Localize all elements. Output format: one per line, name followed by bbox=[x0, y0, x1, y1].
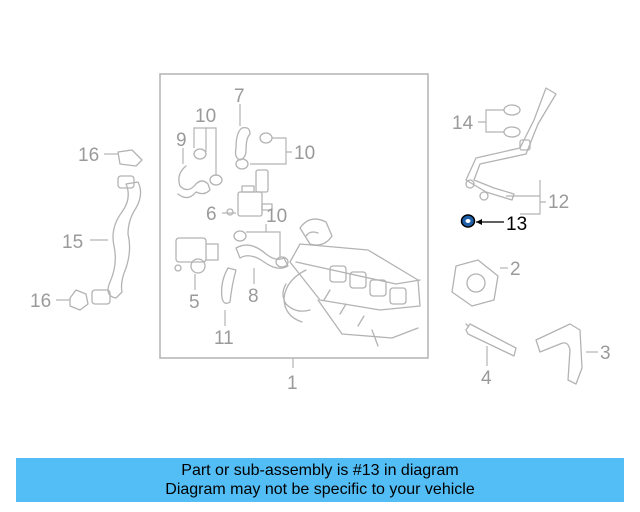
banner-line-part-number: Part or sub-assembly is #13 in diagram bbox=[181, 462, 459, 479]
turbocharger-manifold bbox=[282, 218, 421, 347]
gasket-2 bbox=[451, 259, 499, 307]
callout-15: 15 bbox=[62, 232, 83, 253]
callout-5: 5 bbox=[189, 292, 200, 313]
hose-11 bbox=[220, 267, 237, 304]
clamps-10-middle bbox=[233, 230, 289, 268]
info-banner: Part or sub-assembly is #13 in diagram D… bbox=[16, 458, 624, 502]
callout-7: 7 bbox=[234, 86, 245, 107]
callout-10-top-right: 10 bbox=[294, 143, 315, 164]
callout-10-middle: 10 bbox=[266, 206, 287, 227]
callout-10-top-left: 10 bbox=[195, 106, 216, 127]
washers-14 bbox=[503, 104, 521, 138]
callout-6: 6 bbox=[206, 204, 217, 225]
washer-13 bbox=[460, 214, 476, 228]
hose-8 bbox=[235, 244, 289, 269]
valve-6 bbox=[226, 169, 273, 217]
bracket-3 bbox=[535, 323, 583, 385]
callout-13: 13 bbox=[506, 214, 527, 235]
callout-11: 11 bbox=[214, 328, 234, 349]
clamps-10-top-left bbox=[193, 148, 223, 186]
bracket-4 bbox=[465, 323, 517, 357]
parts-diagram: 1 2 3 4 5 6 7 8 9 10 10 10 11 12 13 14 1… bbox=[30, 73, 611, 394]
callout-14: 14 bbox=[452, 113, 474, 134]
callout-4: 4 bbox=[481, 368, 492, 389]
callout-12: 12 bbox=[548, 192, 569, 213]
callout-8: 8 bbox=[248, 286, 259, 307]
flange-15 bbox=[91, 289, 111, 305]
callout-3: 3 bbox=[600, 343, 611, 364]
callout-2: 2 bbox=[510, 259, 521, 280]
banjo-fitting-15 bbox=[117, 175, 135, 189]
hose-9 bbox=[177, 165, 211, 199]
oil-line-15 bbox=[107, 181, 142, 299]
oil-line-12 bbox=[465, 87, 557, 201]
banner-line-disclaimer: Diagram may not be specific to your vehi… bbox=[165, 481, 475, 498]
callout-16-bottom: 16 bbox=[30, 291, 51, 312]
gasket-16-top bbox=[117, 149, 143, 167]
gasket-16-bottom bbox=[69, 289, 89, 311]
hose-7 bbox=[234, 126, 251, 161]
callout-16-top: 16 bbox=[78, 145, 99, 166]
callout-1: 1 bbox=[287, 373, 298, 394]
callout-9: 9 bbox=[176, 130, 187, 151]
solenoid-5 bbox=[174, 237, 219, 274]
assembly-box bbox=[159, 73, 429, 359]
